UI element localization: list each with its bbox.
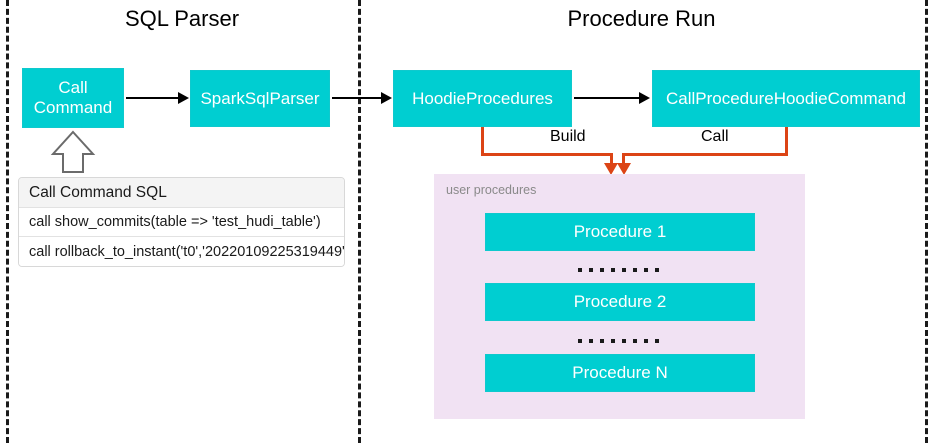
sql-table-header: Call Command SQL [19,178,344,208]
procedure-bar-n-label: Procedure N [572,363,668,382]
section-title-procedure-run: Procedure Run [567,6,716,31]
divider-left [6,0,9,443]
arrow-hoodie-to-callprocedure-head [639,92,650,104]
node-call-procedure-hoodie-command[interactable]: CallProcedureHoodieCommand [652,70,920,127]
divider-right [925,0,928,443]
procedure-bar-1-label: Procedure 1 [573,222,667,241]
user-procedures-caption: user procedures [446,183,537,197]
node-spark-sql-parser[interactable]: SparkSqlParser [190,70,330,127]
procedure-bar-2[interactable]: Procedure 2 [485,283,755,321]
section-title-sql-parser: SQL Parser [124,6,240,31]
procedure-bar-n[interactable]: Procedure N [485,354,755,392]
node-call-command-line2: Command [33,98,113,117]
arrow-call-command-to-spark-line [126,97,180,99]
divider-middle [358,0,361,443]
edge-label-call: Call [696,128,734,146]
arrow-spark-to-hoodie-line [332,97,382,99]
node-call-procedure-hoodie-command-label: CallProcedureHoodieCommand [665,88,906,108]
call-edge-vertical-start [785,127,788,156]
node-spark-sql-parser-label: SparkSqlParser [200,88,320,108]
ellipsis-dots-2 [578,339,659,343]
build-edge-vertical-end [610,153,613,168]
build-edge-arrowhead [604,163,618,175]
procedure-bar-1[interactable]: Procedure 1 [485,213,755,251]
procedure-bar-2-label: Procedure 2 [573,292,667,311]
node-hoodie-procedures[interactable]: HoodieProcedures [393,70,572,127]
call-edge-horizontal [622,153,788,156]
arrow-call-command-to-spark-head [178,92,189,104]
call-edge-arrowhead [617,163,631,175]
node-hoodie-procedures-label: HoodieProcedures [412,88,553,108]
build-edge-horizontal [481,153,613,156]
ellipsis-dots-1 [578,268,659,272]
build-edge-vertical-start [481,127,484,156]
hollow-up-arrow-icon [50,130,96,174]
call-edge-vertical-end [622,153,625,168]
edge-label-build: Build [545,128,591,146]
arrow-hoodie-to-callprocedure-line [574,97,640,99]
call-command-sql-table: Call Command SQL call show_commits(table… [18,177,345,267]
arrow-spark-to-hoodie-head [381,92,392,104]
sql-table-row: call show_commits(table => 'test_hudi_ta… [19,208,344,237]
sql-table-row: call rollback_to_instant('t0','202201092… [19,237,344,266]
node-call-command-line1: Call [58,78,88,98]
node-call-command[interactable]: Call Command [22,68,124,128]
